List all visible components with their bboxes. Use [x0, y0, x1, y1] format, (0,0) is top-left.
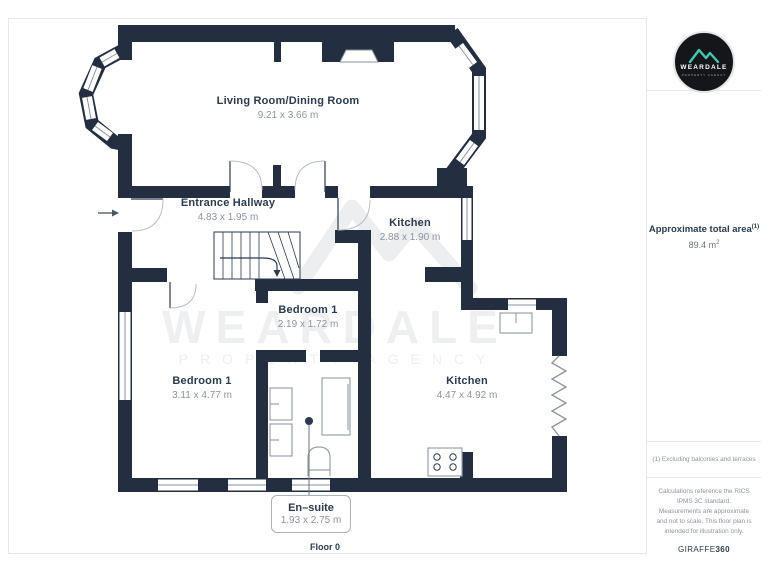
room-label-kitchen-upper: Kitchen 2.88 x 1.90 m — [379, 217, 441, 243]
disclaimer-block: Calculations reference the RICS IPMS 3C … — [647, 477, 761, 554]
info-sidebar: WEARDALE PROPERTY AGENCY Approximate tot… — [646, 18, 761, 554]
agency-logo-circle: WEARDALE PROPERTY AGENCY — [673, 31, 735, 93]
giraffe360-brand: GIRAFFE360 — [677, 544, 731, 554]
room-label-bedroom-small: Bedroom 1 2.19 x 1.72 m — [277, 304, 339, 330]
floor-label: Floor 0 — [309, 542, 341, 552]
agency-logo: WEARDALE PROPERTY AGENCY — [673, 31, 735, 93]
agency-logo-tagline: PROPERTY AGENCY — [681, 72, 727, 77]
room-label-living-dining: Living Room/Dining Room 9.21 x 3.66 m — [216, 95, 360, 121]
total-area-title: Approximate total area(1) — [648, 224, 760, 236]
room-label-kitchen-lower: Kitchen 4.47 x 4.92 m — [436, 375, 498, 401]
agency-logo-brand: WEARDALE — [680, 64, 728, 72]
total-area-value: 89.4 m2 — [688, 240, 720, 251]
footnote-text: (1) Excluding balconies and terraces — [652, 455, 756, 463]
sidebar-divider — [647, 477, 761, 478]
sidebar-divider — [647, 441, 761, 442]
mountain-icon — [688, 49, 720, 64]
watermark-subword: PROPERTY AGENCY — [178, 351, 498, 367]
room-label-entrance-hallway: Entrance Hallway 4.83 x 1.95 m — [180, 197, 276, 223]
area-footnote-marker: (1) — [751, 224, 760, 230]
room-label-bedroom-large: Bedroom 1 3.11 x 4.77 m — [172, 375, 232, 401]
total-area-block: Approximate total area(1) 89.4 m2 — [647, 224, 761, 250]
watermark-word: WEARDALE — [162, 301, 508, 353]
disclaimer-text: Calculations reference the RICS IPMS 3C … — [656, 488, 752, 535]
room-label-ensuite-callout: En–suite 1.93 x 2.75 m — [271, 495, 351, 533]
footnote-block: (1) Excluding balconies and terraces — [647, 441, 761, 477]
